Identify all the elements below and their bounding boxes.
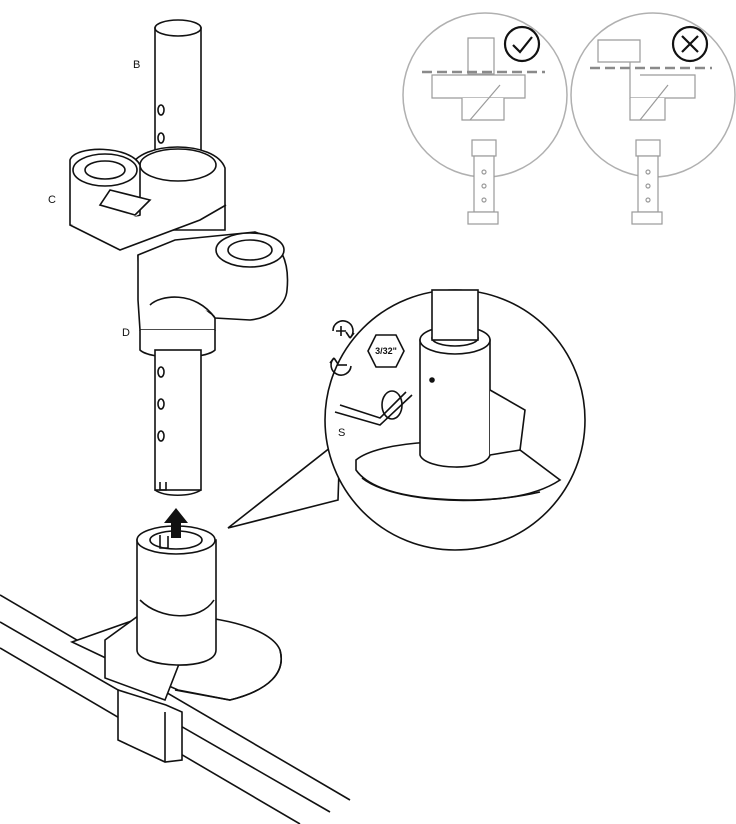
part-label-c: C — [48, 194, 56, 206]
part-label-d: D — [122, 327, 130, 339]
hex-size-badge: 3/32" — [367, 334, 405, 368]
hex-key — [334, 390, 413, 426]
pole-assembly — [69, 19, 289, 497]
inset-correct — [402, 12, 568, 225]
hex-size-label: 3/32" — [375, 346, 397, 356]
detail-callout: S — [227, 289, 586, 551]
inset-incorrect — [570, 12, 736, 225]
part-label-b: B — [133, 59, 140, 71]
rotate-clockwise-plus-icon — [332, 320, 355, 339]
rotate-counterclockwise-minus-icon — [329, 357, 352, 376]
down-arrow-icon — [164, 508, 188, 538]
clamp-base — [69, 525, 282, 763]
part-label-s: S — [338, 427, 345, 439]
check-circle-icon — [503, 25, 541, 63]
cross-circle-icon — [671, 25, 709, 63]
